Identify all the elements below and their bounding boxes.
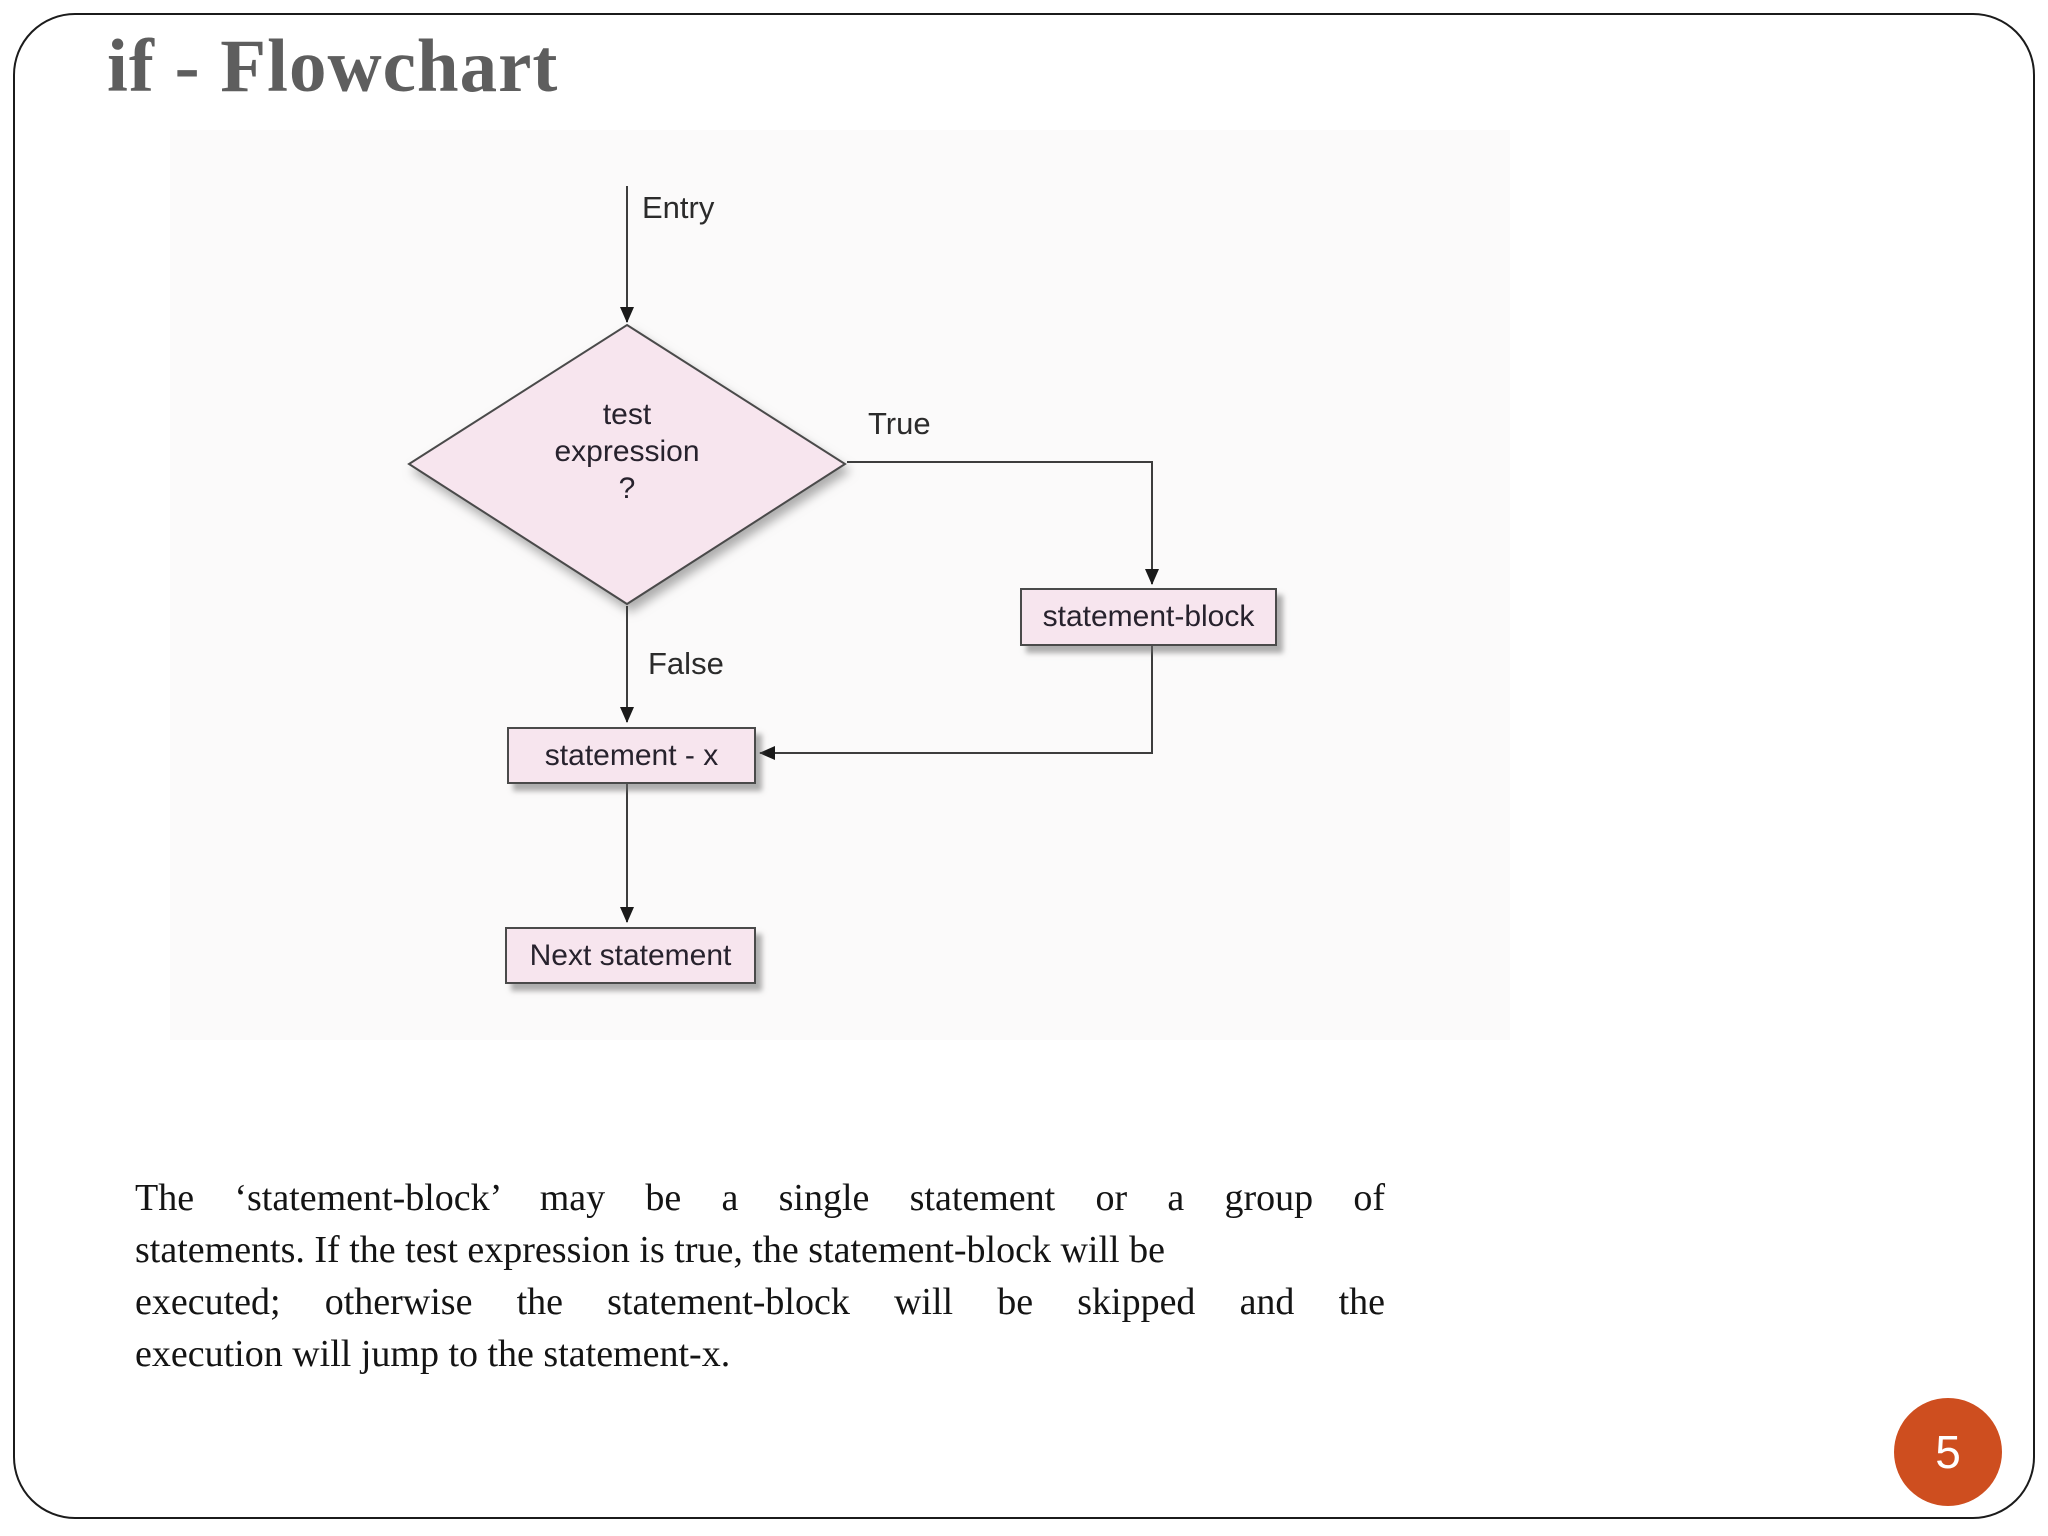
description-paragraph: The ‘statement-block’ may be a single st… bbox=[135, 1172, 1385, 1380]
true-label: True bbox=[868, 406, 931, 441]
slide-border bbox=[13, 13, 2035, 1519]
page-number: 5 bbox=[1935, 1426, 1961, 1478]
test-expression-text: test expression ? bbox=[554, 398, 700, 505]
statement-block-box: statement-block bbox=[1020, 588, 1277, 646]
statement-x-box: statement - x bbox=[507, 727, 756, 784]
page-title: if - Flowchart bbox=[107, 25, 559, 108]
false-label: False bbox=[648, 646, 724, 681]
next-statement-box: Next statement bbox=[505, 927, 756, 984]
flowchart-background bbox=[170, 130, 1510, 1040]
page-number-badge: 5 bbox=[1894, 1398, 2002, 1506]
paragraph-line-4: execution will jump to the statement-x. bbox=[135, 1333, 731, 1375]
paragraph-line-3: executed; otherwise the statement-block … bbox=[135, 1281, 1385, 1323]
entry-label: Entry bbox=[642, 190, 715, 225]
paragraph-line-2: statements. If the test expression is tr… bbox=[135, 1229, 1165, 1271]
paragraph-line-1: The ‘statement-block’ may be a single st… bbox=[135, 1177, 1385, 1219]
